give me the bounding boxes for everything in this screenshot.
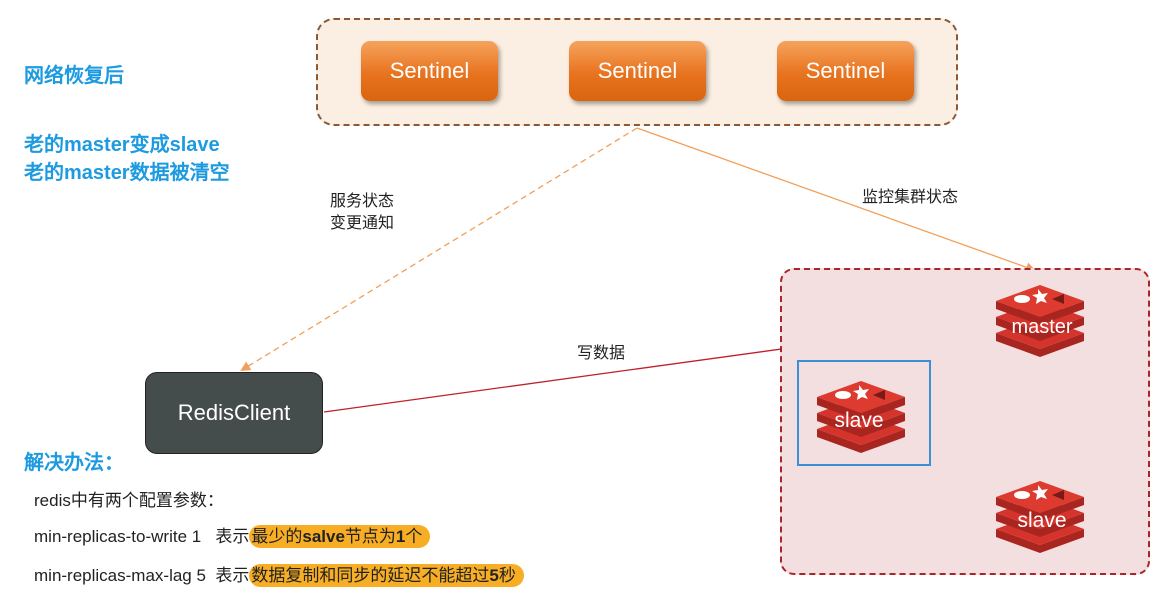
param1-name: min-replicas-to-write 1 <box>34 527 202 546</box>
notify-label: 服务状态 变更通知 <box>330 193 395 232</box>
note-recovered: 网络恢复后 <box>24 65 124 87</box>
config-intro: redis中有两个配置参数： <box>34 491 224 510</box>
note-old-master-cleared: 老的master数据被清空 <box>24 162 230 184</box>
redis-slave-icon-boxed[interactable]: slave <box>813 373 909 453</box>
param2-name: min-replicas-max-lag 5 <box>34 566 206 585</box>
notify-edge <box>240 127 638 372</box>
redis-master-icon[interactable]: master <box>992 277 1088 357</box>
param1-desc-prefix: 表示 <box>215 527 250 546</box>
redis-client[interactable]: RedisClient <box>145 372 323 454</box>
slave-boxed-label: slave <box>834 409 883 432</box>
config-param-2: min-replicas-max-lag 5 表示数据复制和同步的延迟不能超过5… <box>34 561 524 587</box>
redis-slave-icon-lower[interactable]: slave <box>992 473 1088 553</box>
master-label: master <box>1011 316 1072 338</box>
param2-desc-prefix: 表示 <box>215 566 250 585</box>
monitor-label: 监控集群状态 <box>862 189 959 206</box>
sentinel-node-2[interactable]: Sentinel <box>569 41 706 101</box>
config-param-1: min-replicas-to-write 1 表示最少的salve节点为1个 <box>34 522 431 548</box>
sentinel-node-1[interactable]: Sentinel <box>361 41 498 101</box>
solution-title: 解决办法： <box>24 452 124 474</box>
old-master-slave-box <box>797 360 931 466</box>
write-label: 写数据 <box>577 345 626 362</box>
sentinel-node-3[interactable]: Sentinel <box>777 41 914 101</box>
slave-lower-label: slave <box>1017 509 1066 532</box>
param2-highlight: 数据复制和同步的延迟不能超过5秒 <box>249 564 524 587</box>
param1-highlight: 最少的salve节点为1个 <box>249 525 431 548</box>
note-old-master-slave: 老的master变成slave <box>24 134 220 156</box>
monitor-edge <box>636 127 1036 273</box>
